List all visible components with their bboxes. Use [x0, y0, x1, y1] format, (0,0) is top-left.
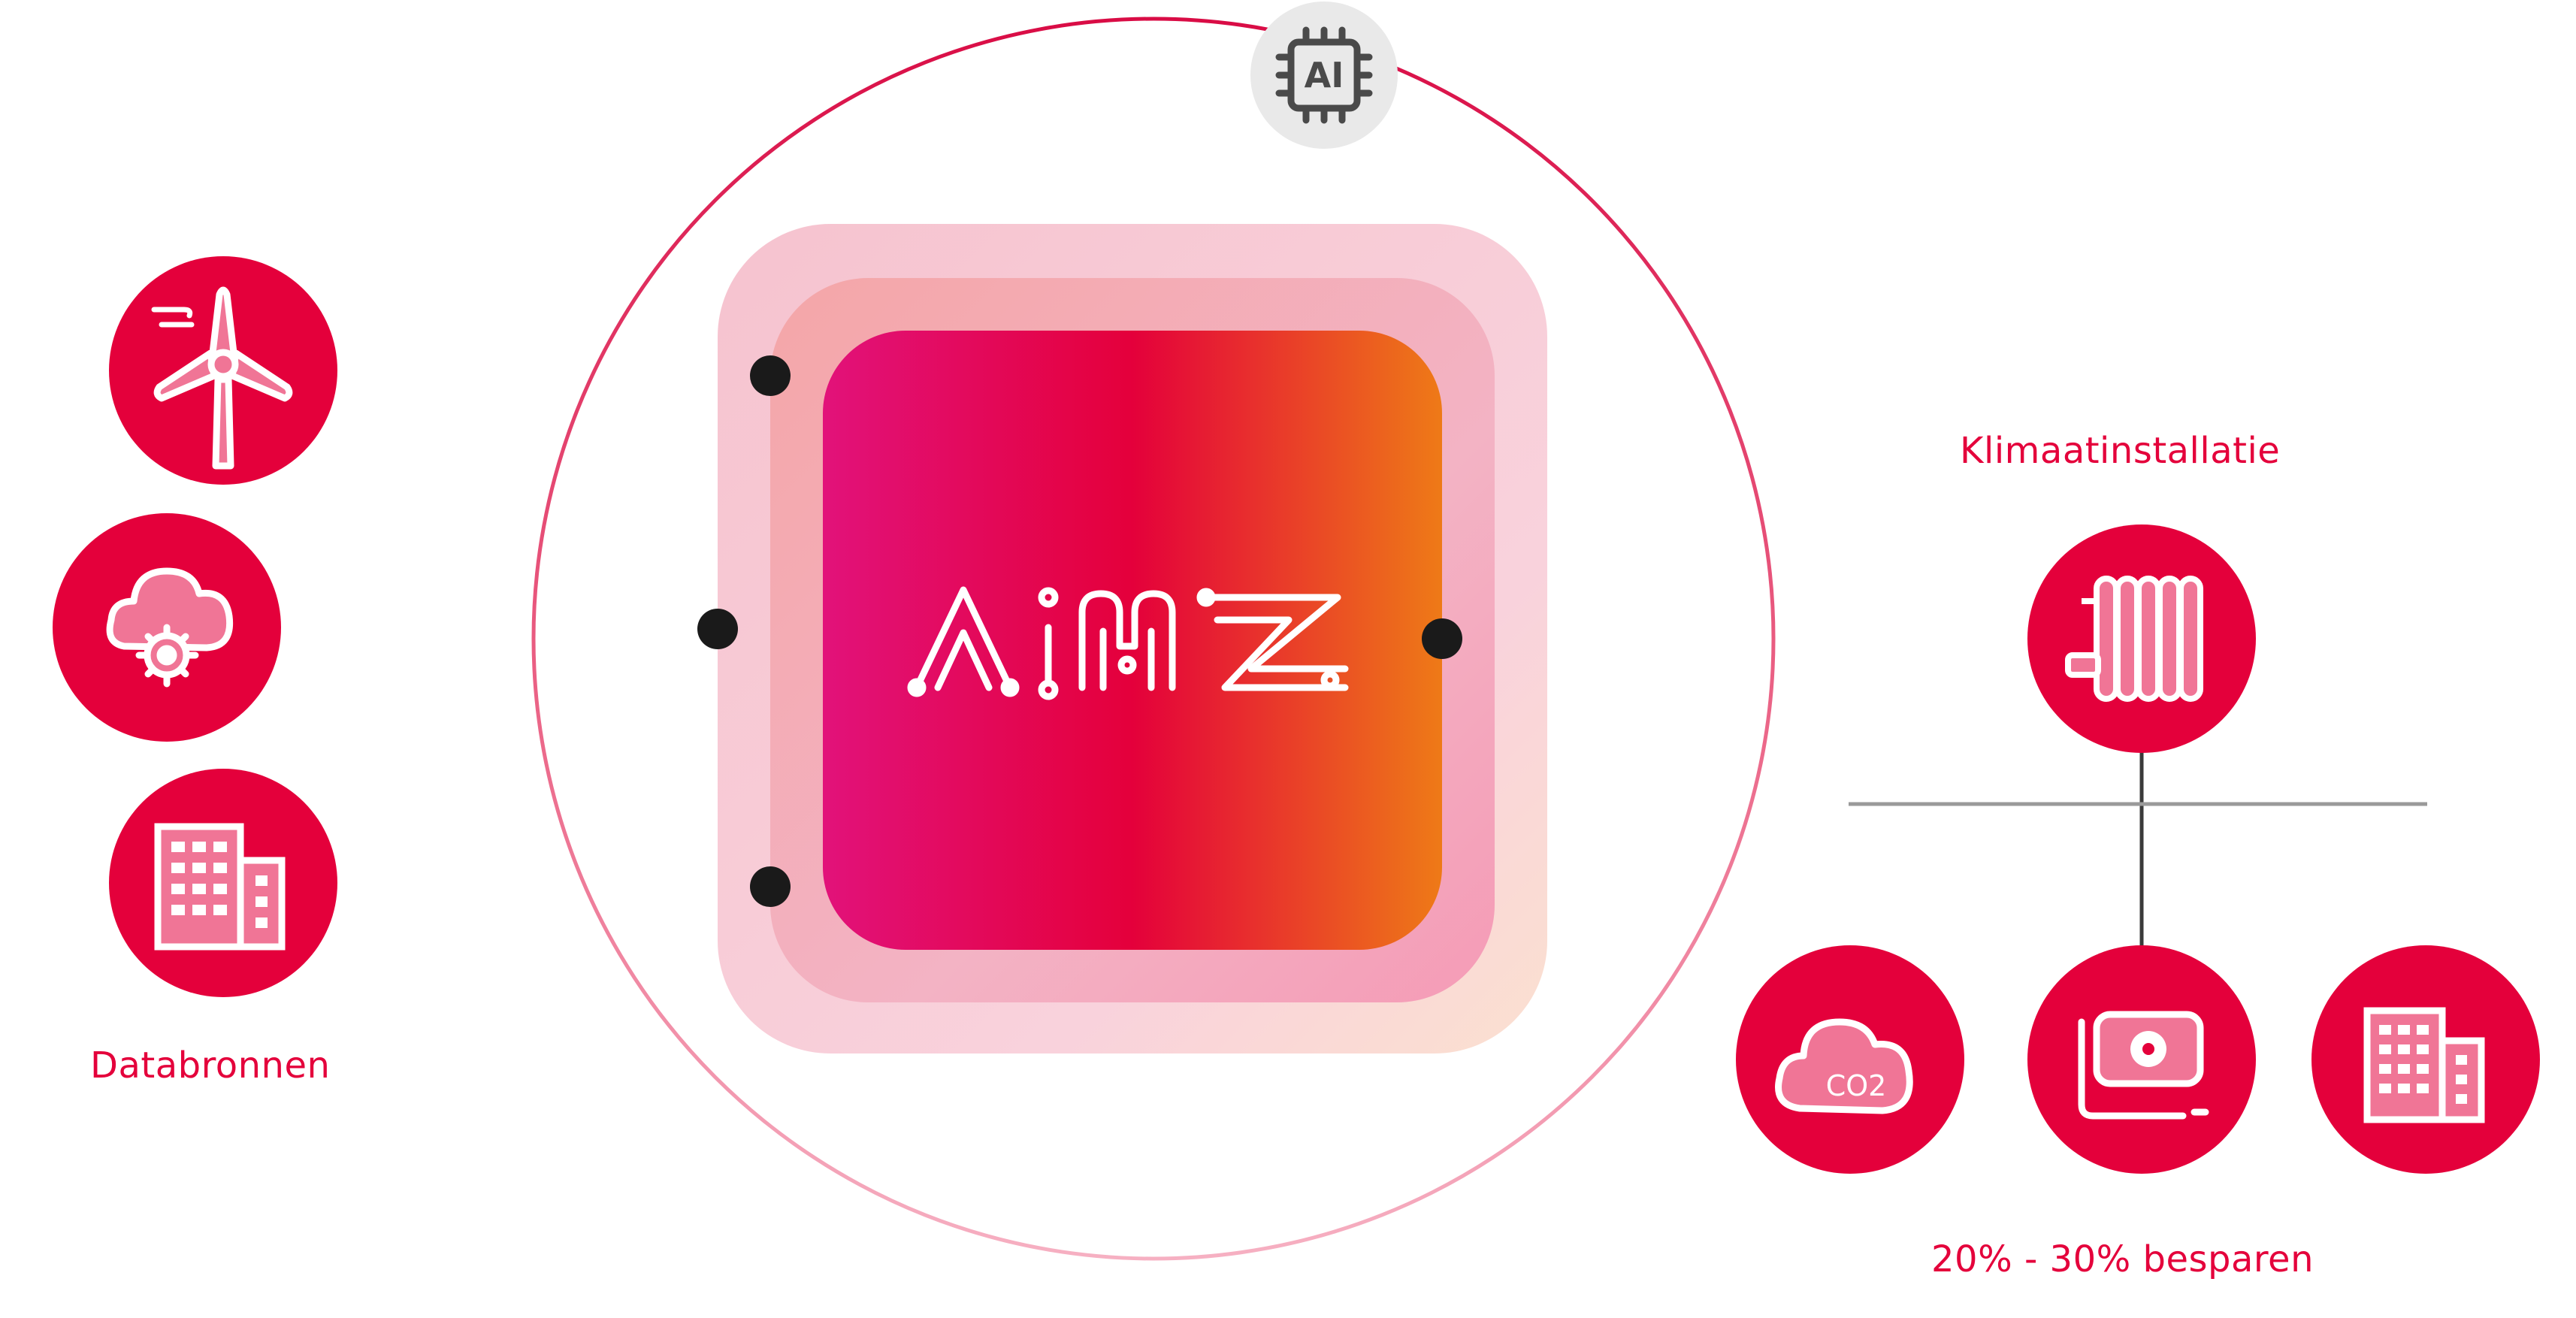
wind-turbine-icon — [153, 286, 293, 470]
output-boiler — [2027, 945, 2256, 1174]
label-climate-installation: Klimaatinstallatie — [1960, 430, 2281, 472]
data-source-weather — [53, 513, 281, 742]
ai-badge-bg — [1250, 2, 1398, 149]
output-connectors — [1422, 618, 2428, 948]
ai-badge: AI — [1250, 2, 1398, 149]
logo-letter-z — [1196, 588, 1349, 691]
radiator-icon — [2065, 576, 2203, 702]
data-source-building — [109, 769, 337, 997]
connector-dot-climate — [1422, 618, 1462, 659]
connector-dot-building — [750, 866, 791, 907]
data-source-wind — [109, 256, 337, 485]
ai-chip-icon — [1275, 26, 1373, 124]
connector-dot-weather — [697, 609, 738, 649]
logo-letter-i — [1038, 587, 1059, 700]
output-co2: CO2 — [1736, 945, 1964, 1174]
logo-letter-a — [907, 586, 1020, 697]
co2-cloud-icon: CO2 — [1775, 1018, 1913, 1114]
ai-badge-text: AI — [1305, 55, 1344, 95]
label-savings: 20% - 30% besparen — [1931, 1238, 2314, 1280]
boiler-unit-icon — [2078, 1011, 2209, 1120]
weather-cloud-sun-icon — [106, 567, 234, 688]
output-building — [2311, 945, 2540, 1174]
co2-label: CO2 — [1826, 1069, 1887, 1102]
aimz-logo — [907, 586, 1349, 700]
building-icon — [2363, 1007, 2485, 1123]
logo-letter-m — [1078, 590, 1176, 691]
climate-installation — [2027, 524, 2256, 753]
label-data-sources: Databronnen — [90, 1044, 331, 1087]
building-icon — [154, 823, 286, 951]
connector-dot-wind — [750, 355, 791, 396]
input-connectors — [301, 355, 791, 907]
